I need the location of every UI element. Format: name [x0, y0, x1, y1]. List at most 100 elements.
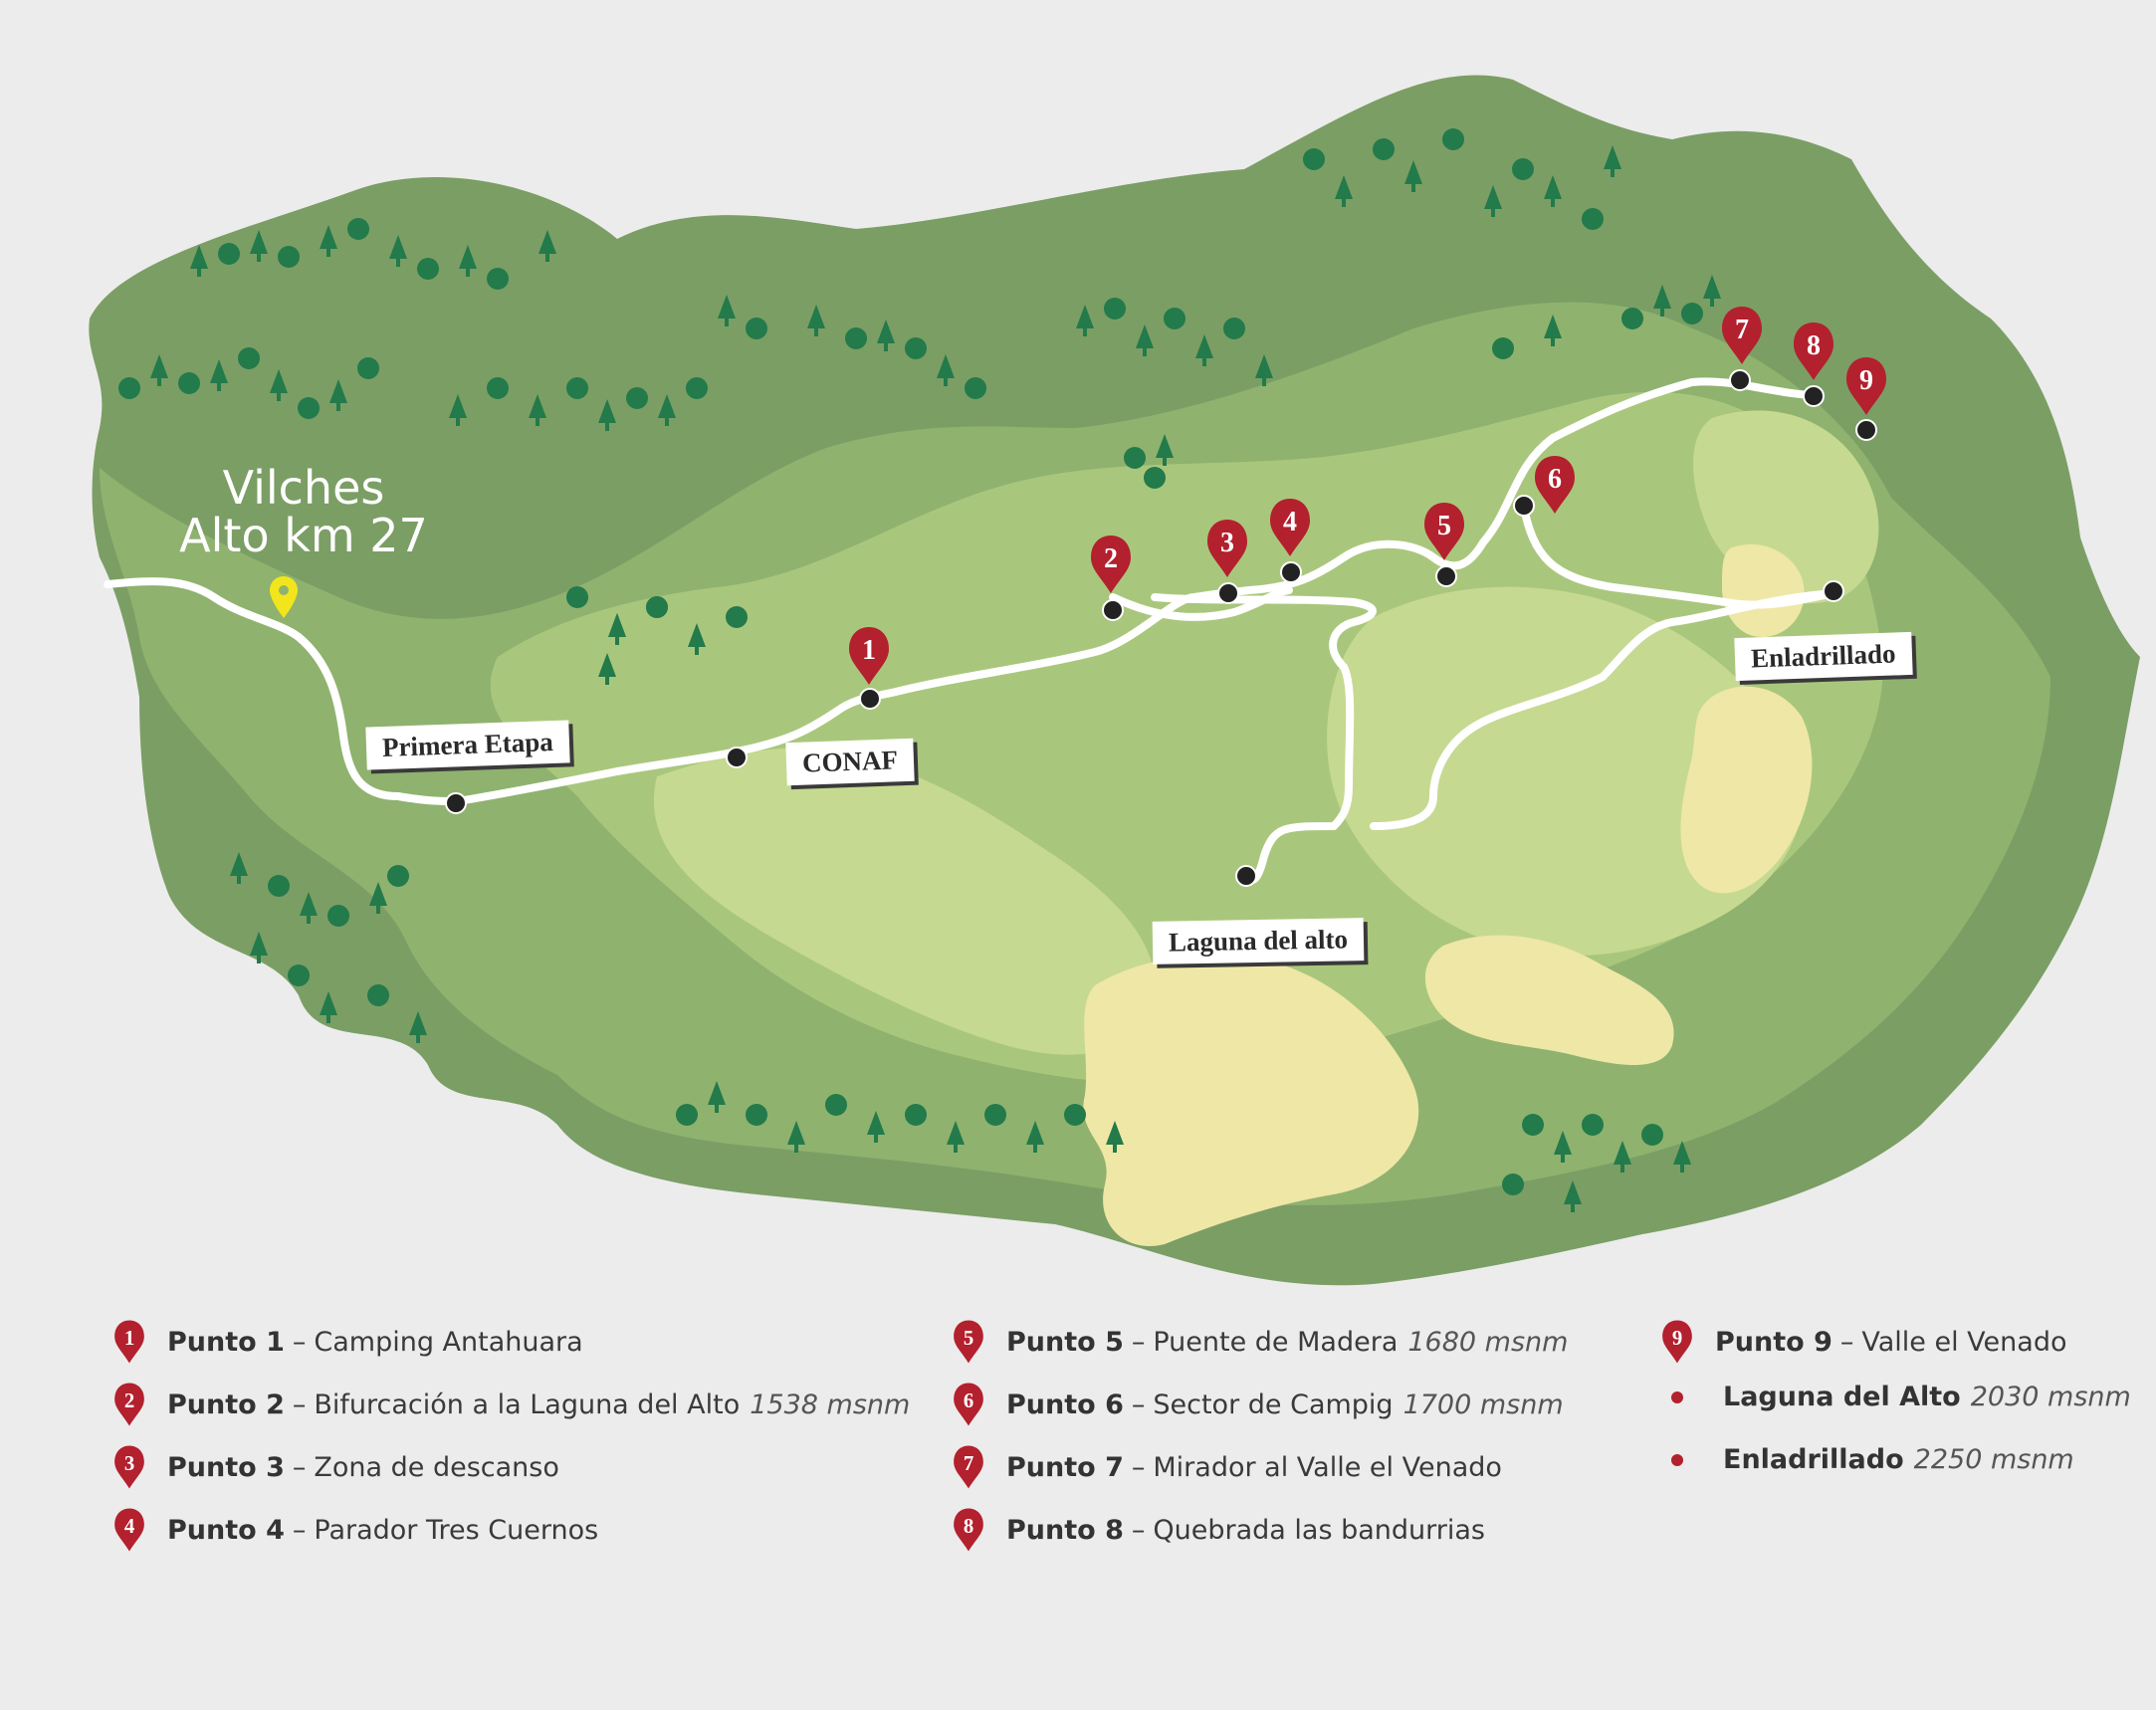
callout-conaf[interactable]: CONAF: [785, 738, 915, 786]
callout-laguna-del-alto[interactable]: Laguna del alto: [1152, 918, 1365, 964]
legend-name: Punto 2: [167, 1389, 285, 1420]
pine-tree-icon: [190, 245, 208, 277]
map-pin-icon: [1270, 499, 1310, 556]
stop-punto-8[interactable]: [1803, 385, 1825, 407]
marker-punto-5[interactable]: 5: [1424, 503, 1464, 560]
stop-punto-1[interactable]: [859, 688, 881, 710]
stop-enladrillado[interactable]: [1823, 580, 1844, 602]
stop-primera-etapa[interactable]: [445, 792, 467, 814]
callout-enladrillado[interactable]: Enladrillado: [1734, 631, 1913, 682]
pine-tree-icon: [1195, 334, 1213, 366]
map-pin-icon: [1091, 535, 1131, 593]
legend-name: Laguna del Alto: [1723, 1382, 1961, 1412]
stop-punto-4[interactable]: [1280, 561, 1302, 583]
stop-punto-6[interactable]: [1513, 495, 1535, 517]
pine-tree-icon: [320, 991, 337, 1023]
marker-punto-4[interactable]: 4: [1270, 499, 1310, 556]
marker-punto-2[interactable]: 2: [1091, 535, 1131, 593]
stop-punto-3[interactable]: [1217, 582, 1239, 604]
map-pin-icon: 8: [954, 1508, 983, 1552]
pine-tree-icon: [409, 1011, 427, 1043]
round-tree-icon: [487, 268, 509, 290]
pine-tree-icon: [539, 230, 556, 262]
rocky-area: [1722, 543, 1805, 637]
round-tree-icon: [357, 357, 379, 379]
origin-pin-icon[interactable]: [270, 576, 298, 618]
round-tree-icon: [566, 586, 588, 608]
round-tree-icon: [347, 218, 369, 240]
marker-number: 8: [1807, 330, 1821, 361]
pine-tree-icon: [688, 623, 706, 655]
pine-tree-icon: [1404, 160, 1422, 192]
legend-name: Punto 5: [1006, 1326, 1124, 1358]
stop-punto-5[interactable]: [1435, 565, 1457, 587]
rocky-area: [1680, 686, 1813, 894]
rocky-area: [1083, 955, 1419, 1246]
round-tree-icon: [905, 337, 927, 359]
map-pin-icon: [849, 627, 889, 685]
legend-separator: –: [1839, 1326, 1854, 1358]
round-tree-icon: [1442, 128, 1464, 150]
round-tree-icon: [1373, 138, 1395, 160]
marker-punto-9[interactable]: 9: [1846, 357, 1886, 415]
round-tree-icon: [1124, 447, 1146, 469]
legend-separator: –: [292, 1514, 307, 1546]
trail-network: [104, 377, 1838, 884]
laguna-trail: [1151, 593, 1377, 884]
round-tree-icon: [646, 596, 668, 618]
rocky-area: [1424, 935, 1674, 1065]
round-tree-icon: [1582, 1114, 1604, 1136]
stop-conaf[interactable]: [726, 747, 748, 768]
legend-description: Sector de Campig: [1153, 1389, 1394, 1420]
pine-tree-icon: [608, 613, 626, 645]
numbered-markers: 1 2 34 5 6 7 8 9: [849, 307, 1886, 685]
marker-number: 9: [1859, 365, 1873, 396]
pine-tree-icon: [1564, 1180, 1582, 1212]
pine-tree-icon: [1106, 1121, 1124, 1153]
round-tree-icon: [178, 372, 200, 394]
stop-punto-2[interactable]: [1102, 599, 1124, 621]
round-tree-icon: [965, 377, 986, 399]
round-tree-icon: [118, 377, 140, 399]
marker-punto-8[interactable]: 8: [1794, 322, 1833, 380]
pine-tree-icon: [250, 230, 268, 262]
map-pin-icon: 1: [114, 1320, 144, 1364]
stop-punto-9[interactable]: [1855, 419, 1877, 441]
round-tree-icon: [417, 258, 439, 280]
svg-text:4: 4: [124, 1515, 134, 1538]
marker-punto-3[interactable]: 3: [1207, 520, 1247, 577]
round-tree-icon: [626, 387, 648, 409]
callout-primera-etapa[interactable]: Primera Etapa: [365, 720, 570, 770]
enladrillado-trail: [1370, 499, 1838, 830]
pine-tree-icon: [1136, 324, 1154, 356]
pine-tree-icon: [718, 295, 736, 326]
svg-text:8: 8: [964, 1515, 973, 1538]
round-tree-icon: [1621, 308, 1643, 329]
legend-altitude: 1538 msnm: [750, 1389, 911, 1420]
round-tree-icon: [1223, 318, 1245, 339]
pine-tree-icon: [449, 394, 467, 426]
marker-punto-1[interactable]: 1: [849, 627, 889, 685]
round-tree-icon: [726, 606, 748, 628]
stop-laguna-del-alto[interactable]: [1235, 865, 1257, 887]
stop-punto-7[interactable]: [1729, 369, 1751, 391]
legend-description: Parador Tres Cuernos: [314, 1514, 599, 1546]
round-tree-icon: [298, 397, 320, 419]
legend-separator: –: [292, 1389, 307, 1420]
marker-punto-7[interactable]: 7: [1722, 307, 1762, 364]
pine-tree-icon: [708, 1081, 726, 1113]
main-trail: [104, 377, 1816, 805]
pine-tree-icon: [320, 225, 337, 257]
round-tree-icon: [288, 964, 310, 986]
marker-punto-6[interactable]: 6: [1535, 456, 1575, 514]
pine-tree-icon: [329, 379, 347, 411]
meadow-light-patch: [653, 748, 1157, 1055]
round-tree-icon: [367, 984, 389, 1006]
round-tree-icon: [984, 1104, 1006, 1126]
